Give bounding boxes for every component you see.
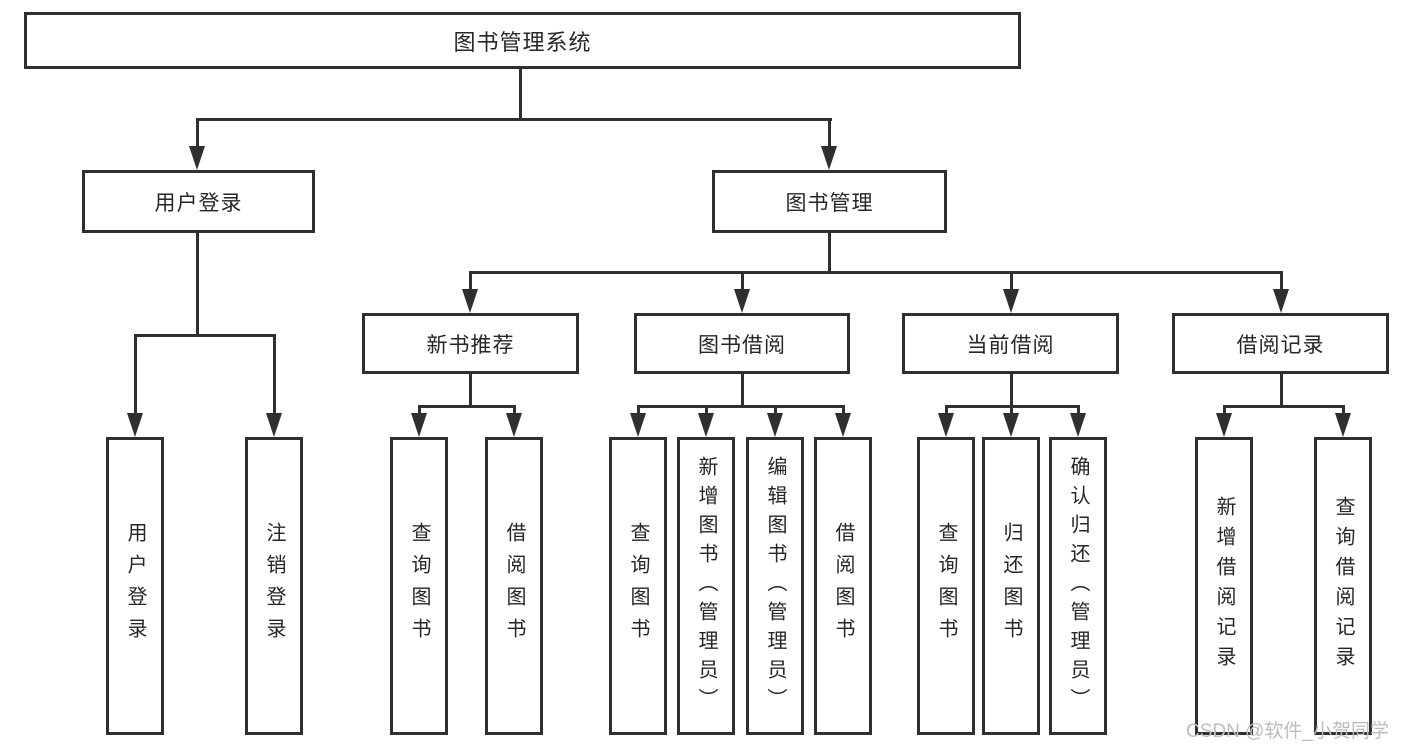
arrowhead-query-books-3 bbox=[938, 413, 954, 437]
node-label: 注销登录 bbox=[263, 522, 285, 650]
node-label: 图书管理系统 bbox=[453, 29, 592, 55]
node-label: 借阅图书 bbox=[503, 522, 525, 650]
node-label: 确认归还（管理员） bbox=[1067, 455, 1089, 717]
node-library-management-system: 图书管理系统 bbox=[24, 12, 1021, 69]
connector-book-management-trunk bbox=[828, 231, 831, 274]
connector-drop-query-books-2 bbox=[637, 405, 640, 417]
arrowhead-new-book bbox=[462, 289, 478, 313]
node-user-login: 用户登录 bbox=[82, 170, 315, 233]
node-current-borrowing: 当前借阅 bbox=[902, 313, 1119, 374]
connector-drop-edit-books bbox=[774, 405, 777, 417]
connector-drop-return-books bbox=[1010, 405, 1013, 417]
node-borrow-books-2: 借阅图书 bbox=[814, 437, 872, 735]
node-borrow-books-1: 借阅图书 bbox=[485, 437, 543, 735]
arrowhead-query-books-1 bbox=[411, 413, 427, 437]
connector-drop-query-record bbox=[1342, 405, 1345, 417]
connector-drop-add-record bbox=[1223, 405, 1226, 417]
connector-drop-logout-leaf bbox=[273, 334, 276, 416]
connector-drop-borrowing-records bbox=[1280, 271, 1283, 293]
node-label: 查询借阅记录 bbox=[1332, 496, 1354, 676]
node-label: 用户登录 bbox=[154, 191, 243, 215]
connector-book-borrowing-trunk bbox=[741, 372, 744, 408]
connector-drop-query-books-1 bbox=[418, 405, 421, 417]
connector-borrowing-records-trunk bbox=[1280, 372, 1283, 408]
connector-drop-query-books-3 bbox=[945, 405, 948, 417]
node-label: 图书借阅 bbox=[698, 333, 786, 357]
node-label: 新增图书（管理员） bbox=[695, 455, 717, 717]
arrowhead-book-management bbox=[821, 146, 837, 170]
connector-root-rail bbox=[196, 118, 832, 121]
node-label: 新书推荐 bbox=[426, 333, 515, 357]
connector-new-book-rail bbox=[418, 405, 516, 408]
arrowhead-add-books bbox=[698, 413, 714, 437]
arrowhead-add-record bbox=[1216, 413, 1232, 437]
connector-drop-book-borrowing bbox=[741, 271, 744, 293]
arrowhead-borrowing-records bbox=[1273, 289, 1289, 313]
node-logout-leaf: 注销登录 bbox=[245, 437, 303, 735]
arrowhead-login-leaf bbox=[127, 413, 143, 437]
connector-user-login-trunk bbox=[196, 231, 199, 337]
arrowhead-query-record bbox=[1335, 413, 1351, 437]
arrowhead-current-borrowing bbox=[1003, 289, 1019, 313]
connector-new-book-trunk bbox=[469, 372, 472, 408]
node-label: 查询图书 bbox=[627, 522, 649, 650]
arrowhead-confirm-return bbox=[1070, 413, 1086, 437]
node-confirm-return-admin: 确认归还（管理员） bbox=[1049, 437, 1107, 735]
node-query-books-1: 查询图书 bbox=[390, 437, 448, 735]
node-label: 新增借阅记录 bbox=[1213, 496, 1235, 676]
node-borrowing-records: 借阅记录 bbox=[1172, 313, 1389, 374]
arrowhead-return-books bbox=[1003, 413, 1019, 437]
node-return-books: 归还图书 bbox=[982, 437, 1040, 735]
node-label: 借阅记录 bbox=[1236, 333, 1325, 357]
arrowhead-logout-leaf bbox=[266, 413, 282, 437]
connector-drop-user-login bbox=[196, 118, 199, 149]
node-label: 查询图书 bbox=[935, 522, 957, 650]
connector-drop-login-leaf bbox=[134, 334, 137, 416]
node-query-borrow-record: 查询借阅记录 bbox=[1314, 437, 1372, 735]
node-label: 编辑图书（管理员） bbox=[764, 455, 786, 717]
node-query-books-2: 查询图书 bbox=[609, 437, 667, 735]
node-label: 当前借阅 bbox=[966, 333, 1055, 357]
csdn-watermark: CSDN @软件_小贺同学 bbox=[1186, 721, 1389, 742]
connector-drop-confirm-return bbox=[1077, 405, 1080, 417]
connector-current-borrowing-trunk bbox=[1010, 372, 1013, 408]
arrowhead-user-login bbox=[189, 146, 205, 170]
node-add-books-admin: 新增图书（管理员） bbox=[677, 437, 735, 735]
node-book-borrowing: 图书借阅 bbox=[634, 313, 850, 374]
arrowhead-query-books-2 bbox=[630, 413, 646, 437]
connector-book-management-rail bbox=[469, 271, 1283, 274]
node-edit-books-admin: 编辑图书（管理员） bbox=[746, 437, 804, 735]
arrowhead-borrow-books-2 bbox=[835, 413, 851, 437]
node-query-books-3: 查询图书 bbox=[917, 437, 975, 735]
arrowhead-borrow-books-1 bbox=[506, 413, 522, 437]
node-label: 归还图书 bbox=[1000, 522, 1022, 650]
connector-drop-current-borrowing bbox=[1010, 271, 1013, 293]
connector-drop-borrow-books-1 bbox=[513, 405, 516, 417]
node-new-book-recommendation: 新书推荐 bbox=[362, 313, 579, 374]
connector-drop-new-book bbox=[469, 271, 472, 293]
connector-user-login-rail bbox=[134, 334, 275, 337]
connector-borrowing-records-rail bbox=[1223, 405, 1345, 408]
node-label: 借阅图书 bbox=[832, 522, 854, 650]
node-book-management: 图书管理 bbox=[712, 170, 947, 233]
connector-drop-borrow-books-2 bbox=[842, 405, 845, 417]
connector-book-borrowing-rail bbox=[637, 405, 845, 408]
node-label: 图书管理 bbox=[785, 191, 874, 215]
connector-root-trunk bbox=[519, 66, 522, 121]
arrowhead-edit-books bbox=[767, 413, 783, 437]
connector-drop-book-management bbox=[828, 118, 831, 149]
node-add-borrow-record: 新增借阅记录 bbox=[1195, 437, 1253, 735]
connector-drop-add-books bbox=[705, 405, 708, 417]
arrowhead-book-borrowing bbox=[734, 289, 750, 313]
node-label: 查询图书 bbox=[408, 522, 430, 650]
node-user-login-leaf: 用户登录 bbox=[106, 437, 164, 735]
node-label: 用户登录 bbox=[124, 522, 146, 650]
